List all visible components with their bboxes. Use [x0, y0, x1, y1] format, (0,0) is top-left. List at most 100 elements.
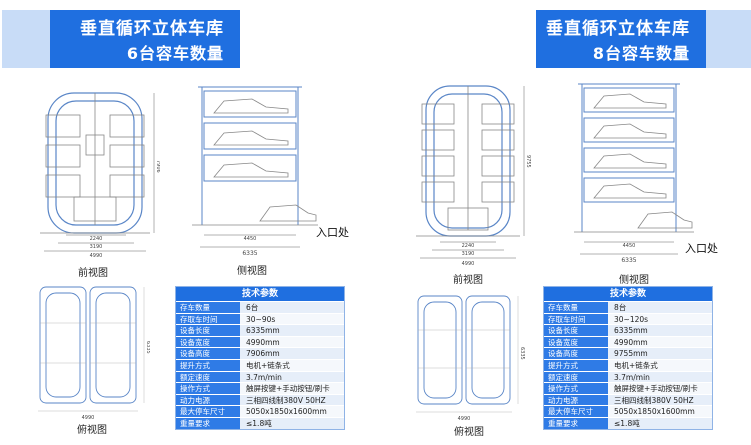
spec-row: 动力电源三相四线制380V 50HZ [176, 393, 344, 406]
front-dim-2: 3190 [462, 251, 475, 257]
top-view-drawing: 4990 6335 [416, 295, 525, 422]
side-view-caption: 侧视图 [237, 266, 267, 277]
spec-key: 存车数量 [544, 302, 608, 313]
spec-value: ≤1.8吨 [608, 417, 712, 429]
spec-value: 电机+链条式 [240, 359, 344, 371]
side-dim-2: 6335 [242, 250, 257, 257]
spec-value: 6335mm [608, 325, 712, 336]
spec-value: 电机+链条式 [608, 359, 712, 371]
entrance-label: 入口处 [685, 242, 718, 255]
spec-key: 额定速度 [544, 371, 608, 383]
panel-8-car: 垂直循环立体车库 8台容车数量 2240 3190 4990 9755 前视图 [376, 0, 751, 445]
spec-row: 操作方式触屏按键+手动按钮/刷卡 [544, 382, 712, 394]
spec-key: 设备宽度 [544, 336, 608, 348]
spec-key: 设备高度 [544, 348, 608, 359]
spec-key: 重量要求 [544, 417, 608, 429]
spec-key: 提升方式 [176, 359, 240, 371]
spec-value: 三相四线制380V 50HZ [240, 394, 344, 406]
title-banner: 垂直循环立体车库 8台容车数量 [536, 10, 751, 68]
spec-value: 30~90s [240, 313, 344, 325]
top-dim-length: 6335 [145, 341, 150, 354]
top-view-caption: 俯视图 [454, 427, 484, 438]
spec-value: 3.7m/min [608, 371, 712, 383]
banner-accent [2, 10, 50, 68]
spec-value: 触屏按键+手动按钮/刷卡 [240, 383, 344, 394]
front-view-drawing: 2240 3190 4990 7906 [40, 92, 160, 259]
banner-title: 垂直循环立体车库 [80, 19, 224, 39]
spec-value: 5050x1850x1600mm [240, 406, 344, 417]
front-dim-1: 2240 [462, 243, 475, 249]
spec-value: 6台 [240, 302, 344, 313]
top-view-caption: 俯视图 [77, 425, 107, 436]
front-dim-height: 9755 [525, 155, 531, 168]
front-view-drawing: 2240 3190 4990 9755 [416, 85, 531, 267]
spec-key: 重量要求 [176, 417, 240, 429]
spec-key: 设备长度 [544, 325, 608, 336]
spec-key: 存取车时间 [544, 313, 608, 325]
spec-value: 7906mm [240, 348, 344, 359]
spec-row: 提升方式电机+链条式 [544, 358, 712, 371]
spec-value: ≤1.8吨 [240, 417, 344, 429]
spec-value: 9755mm [608, 348, 712, 359]
front-dim-3: 4990 [462, 261, 475, 267]
spec-value: 30~120s [608, 313, 712, 325]
top-dim-width: 4990 [82, 415, 95, 421]
spec-value: 8台 [608, 302, 712, 313]
spec-table-title: 技术参数 [176, 287, 344, 301]
spec-key: 动力电源 [176, 394, 240, 406]
side-view-caption: 侧视图 [619, 275, 649, 286]
spec-key: 存取车时间 [176, 313, 240, 325]
spec-key: 设备高度 [176, 348, 240, 359]
spec-key: 设备宽度 [176, 336, 240, 348]
side-dim-2: 6335 [621, 257, 636, 264]
spec-value: 6335mm [240, 325, 344, 336]
spec-value: 三相四线制380V 50HZ [608, 394, 712, 406]
spec-value: 3.7m/min [240, 371, 344, 383]
spec-key: 设备长度 [176, 325, 240, 336]
spec-row: 操作方式触屏按键+手动按钮/刷卡 [176, 382, 344, 394]
spec-value: 5050x1850x1600mm [608, 406, 712, 417]
entrance-label: 入口处 [316, 226, 349, 239]
side-view-drawing: 4450 6335 [574, 83, 694, 264]
spec-row: 重量要求≤1.8吨 [544, 416, 712, 429]
panel-6-car: 垂直循环立体车库 6台容车数量 2240 3190 4990 7906 前视图 [0, 0, 375, 445]
spec-table-title: 技术参数 [544, 287, 712, 301]
banner-subtitle: 6台容车数量 [126, 44, 224, 63]
side-dim-1: 4450 [623, 243, 636, 249]
side-view-drawing: 4450 6335 [192, 86, 318, 257]
banner-title: 垂直循环立体车库 [546, 19, 690, 39]
spec-value: 4990mm [608, 336, 712, 348]
front-dim-3: 4990 [90, 253, 103, 259]
spec-row: 提升方式电机+链条式 [176, 358, 344, 371]
front-dim-2: 3190 [90, 244, 103, 250]
spec-value: 4990mm [240, 336, 344, 348]
front-view-caption: 前视图 [78, 268, 108, 279]
spec-key: 最大停车尺寸 [544, 406, 608, 417]
side-dim-1: 4450 [244, 236, 257, 242]
title-banner: 垂直循环立体车库 6台容车数量 [2, 10, 240, 68]
top-view-drawing: 4990 6335 [38, 286, 150, 421]
front-view-caption: 前视图 [453, 275, 483, 286]
spec-row: 重量要求≤1.8吨 [176, 416, 344, 429]
spec-value: 触屏按键+手动按钮/刷卡 [608, 383, 712, 394]
spec-key: 动力电源 [544, 394, 608, 406]
top-dim-length: 6335 [519, 347, 525, 360]
spec-key: 提升方式 [544, 359, 608, 371]
spec-row: 动力电源三相四线制380V 50HZ [544, 393, 712, 406]
front-dim-1: 2240 [90, 236, 103, 242]
